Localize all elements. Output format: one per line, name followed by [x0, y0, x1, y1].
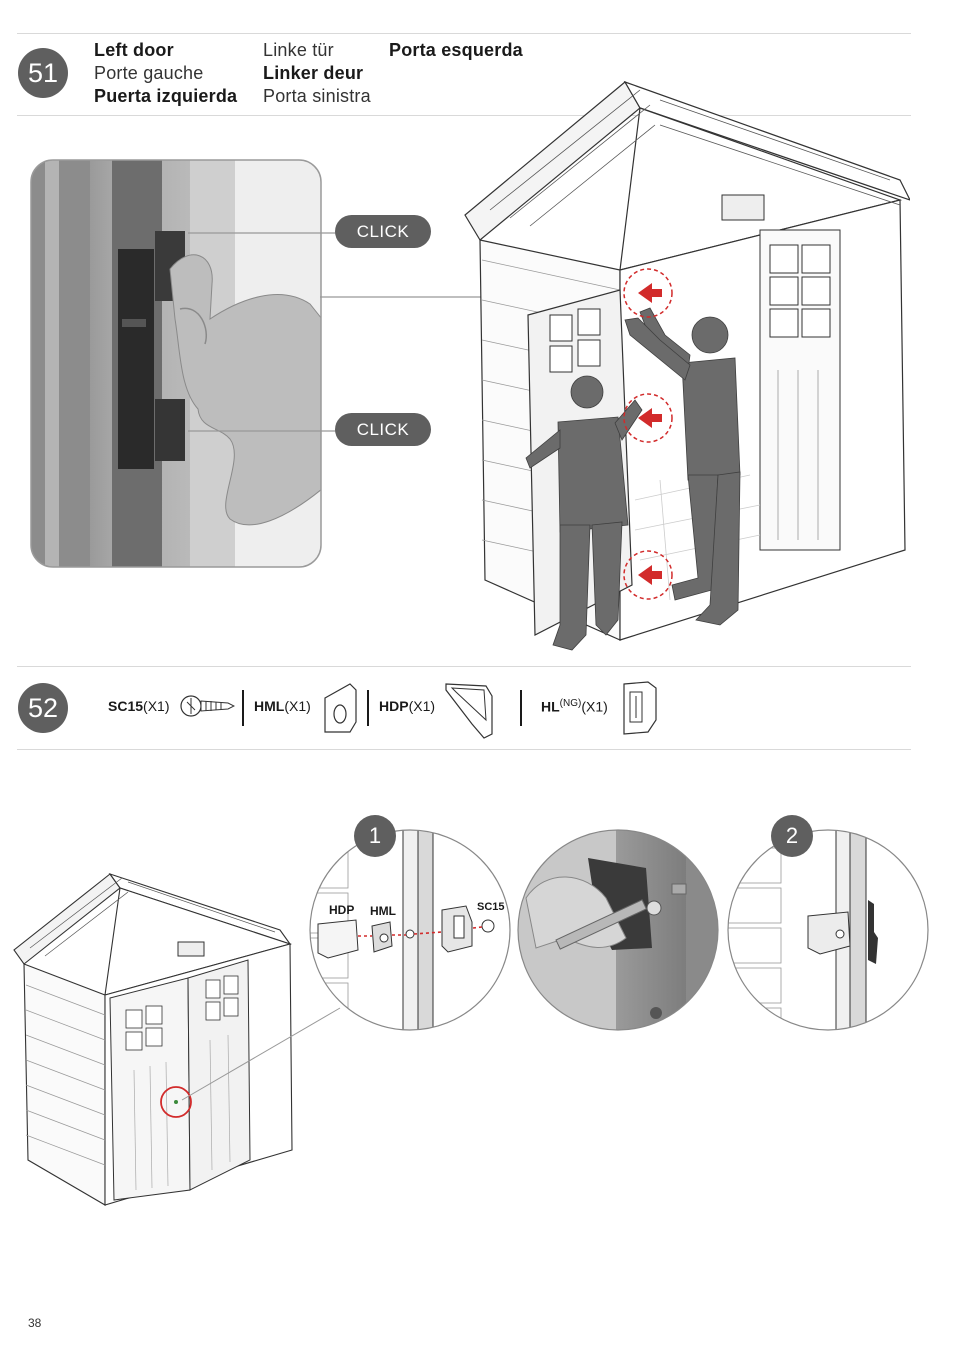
part-hml: HML(X1) — [254, 698, 311, 714]
detail-label-hdp: HDP — [329, 903, 355, 917]
step-52-badge: 52 — [18, 683, 68, 733]
detail-label-sc15: SC15 — [477, 901, 505, 913]
shed-door-install-illustration — [464, 80, 910, 651]
latch-bracket-icon — [623, 681, 657, 735]
detail-circle-2 — [727, 829, 929, 1031]
part-hdp-code: HDP — [379, 698, 409, 714]
handle-plate-icon — [445, 683, 493, 739]
page-number: 38 — [28, 1316, 42, 1330]
part-sc15-code: SC15 — [108, 698, 144, 714]
title-fr: Porte gauche — [94, 63, 204, 83]
step-52-bottom-rule — [17, 749, 911, 750]
part-hml-qty: (X1) — [284, 698, 311, 714]
click-label-top: CLICK — [335, 215, 431, 248]
title-de: Linke tür — [263, 40, 334, 60]
part-separator — [242, 690, 244, 726]
part-separator — [367, 690, 369, 726]
click-label-bottom: CLICK — [335, 413, 431, 446]
top-rule — [17, 33, 911, 34]
click-leader-lines — [188, 232, 340, 432]
title-it: Porta sinistra — [263, 86, 371, 106]
part-sc15-qty: (X1) — [143, 698, 170, 714]
title-en: Left door — [94, 40, 174, 60]
part-separator — [520, 690, 522, 726]
substep-2-badge: 2 — [771, 815, 813, 857]
title-pt: Porta esquerda — [389, 40, 523, 60]
detail-leader-line — [181, 1007, 341, 1101]
part-hdp-qty: (X1) — [408, 698, 436, 714]
detail-circle-1 — [309, 829, 511, 1031]
part-hdp: HDP(X1) — [379, 698, 435, 714]
step-52-top-rule — [17, 666, 911, 667]
step-51-badge: 51 — [18, 48, 68, 98]
small-shed-illustration — [13, 872, 293, 1206]
title-nl: Linker deur — [263, 63, 364, 83]
part-hl-code: HL — [541, 698, 560, 715]
step-51-rule — [17, 115, 911, 116]
part-hl-sup: (NG) — [559, 698, 582, 709]
detail-photo-screwing — [517, 829, 719, 1031]
part-hl-qty: (X1) — [581, 698, 608, 715]
part-hl: HL(NG)(X1) — [541, 698, 608, 715]
hinge-closeup-photo — [30, 159, 322, 568]
title-es: Puerta izquierda — [94, 86, 238, 106]
substep-1-badge: 1 — [354, 815, 396, 857]
part-hml-code: HML — [254, 698, 285, 714]
screw-icon — [180, 695, 235, 717]
detail-label-hml: HML — [370, 904, 396, 918]
part-sc15: SC15(X1) — [108, 698, 169, 714]
latch-plate-icon — [324, 683, 357, 733]
